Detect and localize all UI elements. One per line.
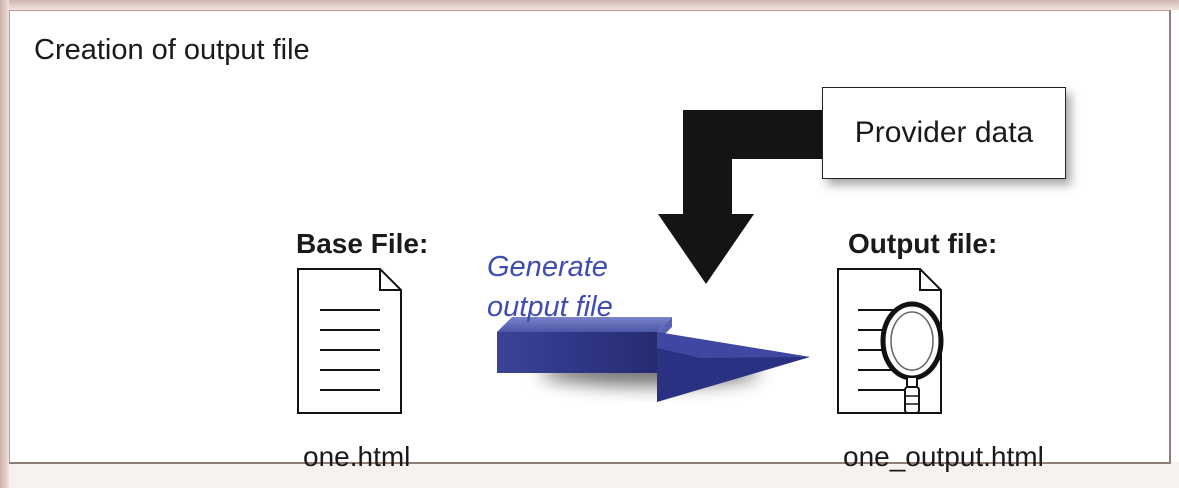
output-file-label: Output file: (848, 228, 998, 259)
provider-data-box: Provider data (822, 87, 1066, 179)
base-file-label: Base File: (296, 228, 429, 259)
output-filename: one_output.html (843, 441, 1044, 472)
base-filename: one.html (303, 441, 411, 472)
frame-shadow-top (0, 0, 1179, 10)
generate-output-label: Generate output file (487, 247, 613, 327)
diagram-title: Creation of output file (34, 34, 310, 66)
provider-data-label: Provider data (854, 116, 1034, 149)
generate-label-line2: output file (487, 291, 613, 323)
diagram-panel (9, 10, 1171, 464)
frame-shadow-left (0, 0, 9, 488)
generate-label-line1: Generate (487, 251, 608, 283)
frame-bottom-strip (9, 462, 1179, 488)
